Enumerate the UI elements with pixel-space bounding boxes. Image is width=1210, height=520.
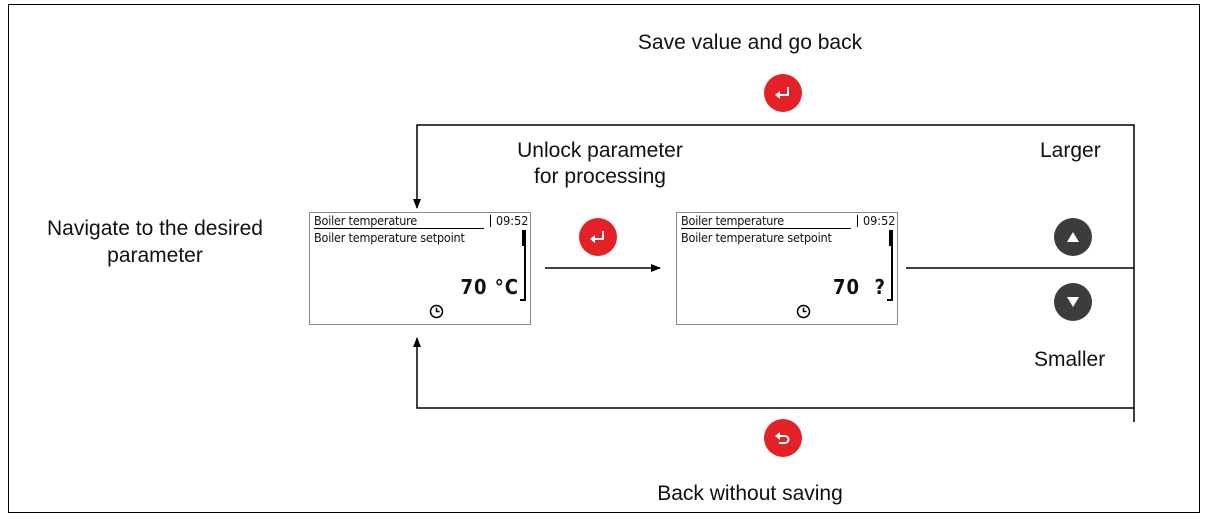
enter-icon bbox=[590, 231, 604, 243]
triangle-down-icon bbox=[1067, 297, 1079, 307]
navigate-label-line1: Navigate to the desired bbox=[47, 217, 263, 240]
screen-header: Boiler temperature bbox=[681, 213, 785, 228]
screen-time: 09:52 bbox=[496, 213, 529, 228]
save-and-back-label: Save value and go back bbox=[637, 31, 863, 54]
save-enter-button[interactable] bbox=[764, 74, 802, 112]
screen-header: Boiler temperature bbox=[314, 213, 418, 228]
header-underline bbox=[681, 228, 851, 229]
unlock-label-line1: Unlock parameter bbox=[517, 139, 683, 162]
scrollbar-foot bbox=[520, 299, 526, 301]
unlock-label-line2: for processing bbox=[534, 165, 666, 188]
header-separator bbox=[490, 215, 491, 227]
back-without-saving-label: Back without saving bbox=[657, 482, 843, 505]
enter-icon bbox=[775, 87, 789, 99]
save-loop-line bbox=[413, 124, 1135, 268]
header-separator bbox=[857, 215, 858, 227]
scrollbar-track bbox=[524, 244, 526, 300]
scrollbar-foot bbox=[887, 299, 893, 301]
screen-time: 09:52 bbox=[863, 213, 896, 228]
setpoint-value: 70 °C bbox=[460, 275, 519, 299]
smaller-label: Smaller bbox=[1034, 348, 1106, 371]
clock-icon bbox=[429, 304, 444, 319]
back-button[interactable] bbox=[764, 419, 802, 457]
scrollbar-track bbox=[891, 244, 893, 300]
display-screen-editing: Boiler temperature 09:52 Boiler temperat… bbox=[676, 212, 898, 325]
unlock-enter-button[interactable] bbox=[579, 218, 617, 256]
up-button[interactable] bbox=[1054, 218, 1092, 256]
down-button[interactable] bbox=[1054, 283, 1092, 321]
display-screen-current: Boiler temperature 09:52 Boiler temperat… bbox=[309, 212, 531, 325]
screen-subtitle: Boiler temperature setpoint bbox=[314, 230, 465, 245]
clock-icon bbox=[796, 304, 811, 319]
return-icon bbox=[775, 432, 790, 444]
diagram-frame bbox=[8, 4, 1200, 513]
triangle-up-icon bbox=[1067, 232, 1079, 242]
scrollbar-thumb bbox=[522, 230, 526, 246]
header-underline bbox=[314, 228, 484, 229]
larger-label: Larger bbox=[1040, 139, 1101, 162]
setpoint-value-editing: 70 ? bbox=[833, 275, 886, 299]
screen-subtitle: Boiler temperature setpoint bbox=[681, 230, 832, 245]
scrollbar-thumb bbox=[889, 230, 893, 246]
navigate-label-line2: parameter bbox=[107, 244, 203, 267]
back-loop-line bbox=[417, 268, 1135, 422]
